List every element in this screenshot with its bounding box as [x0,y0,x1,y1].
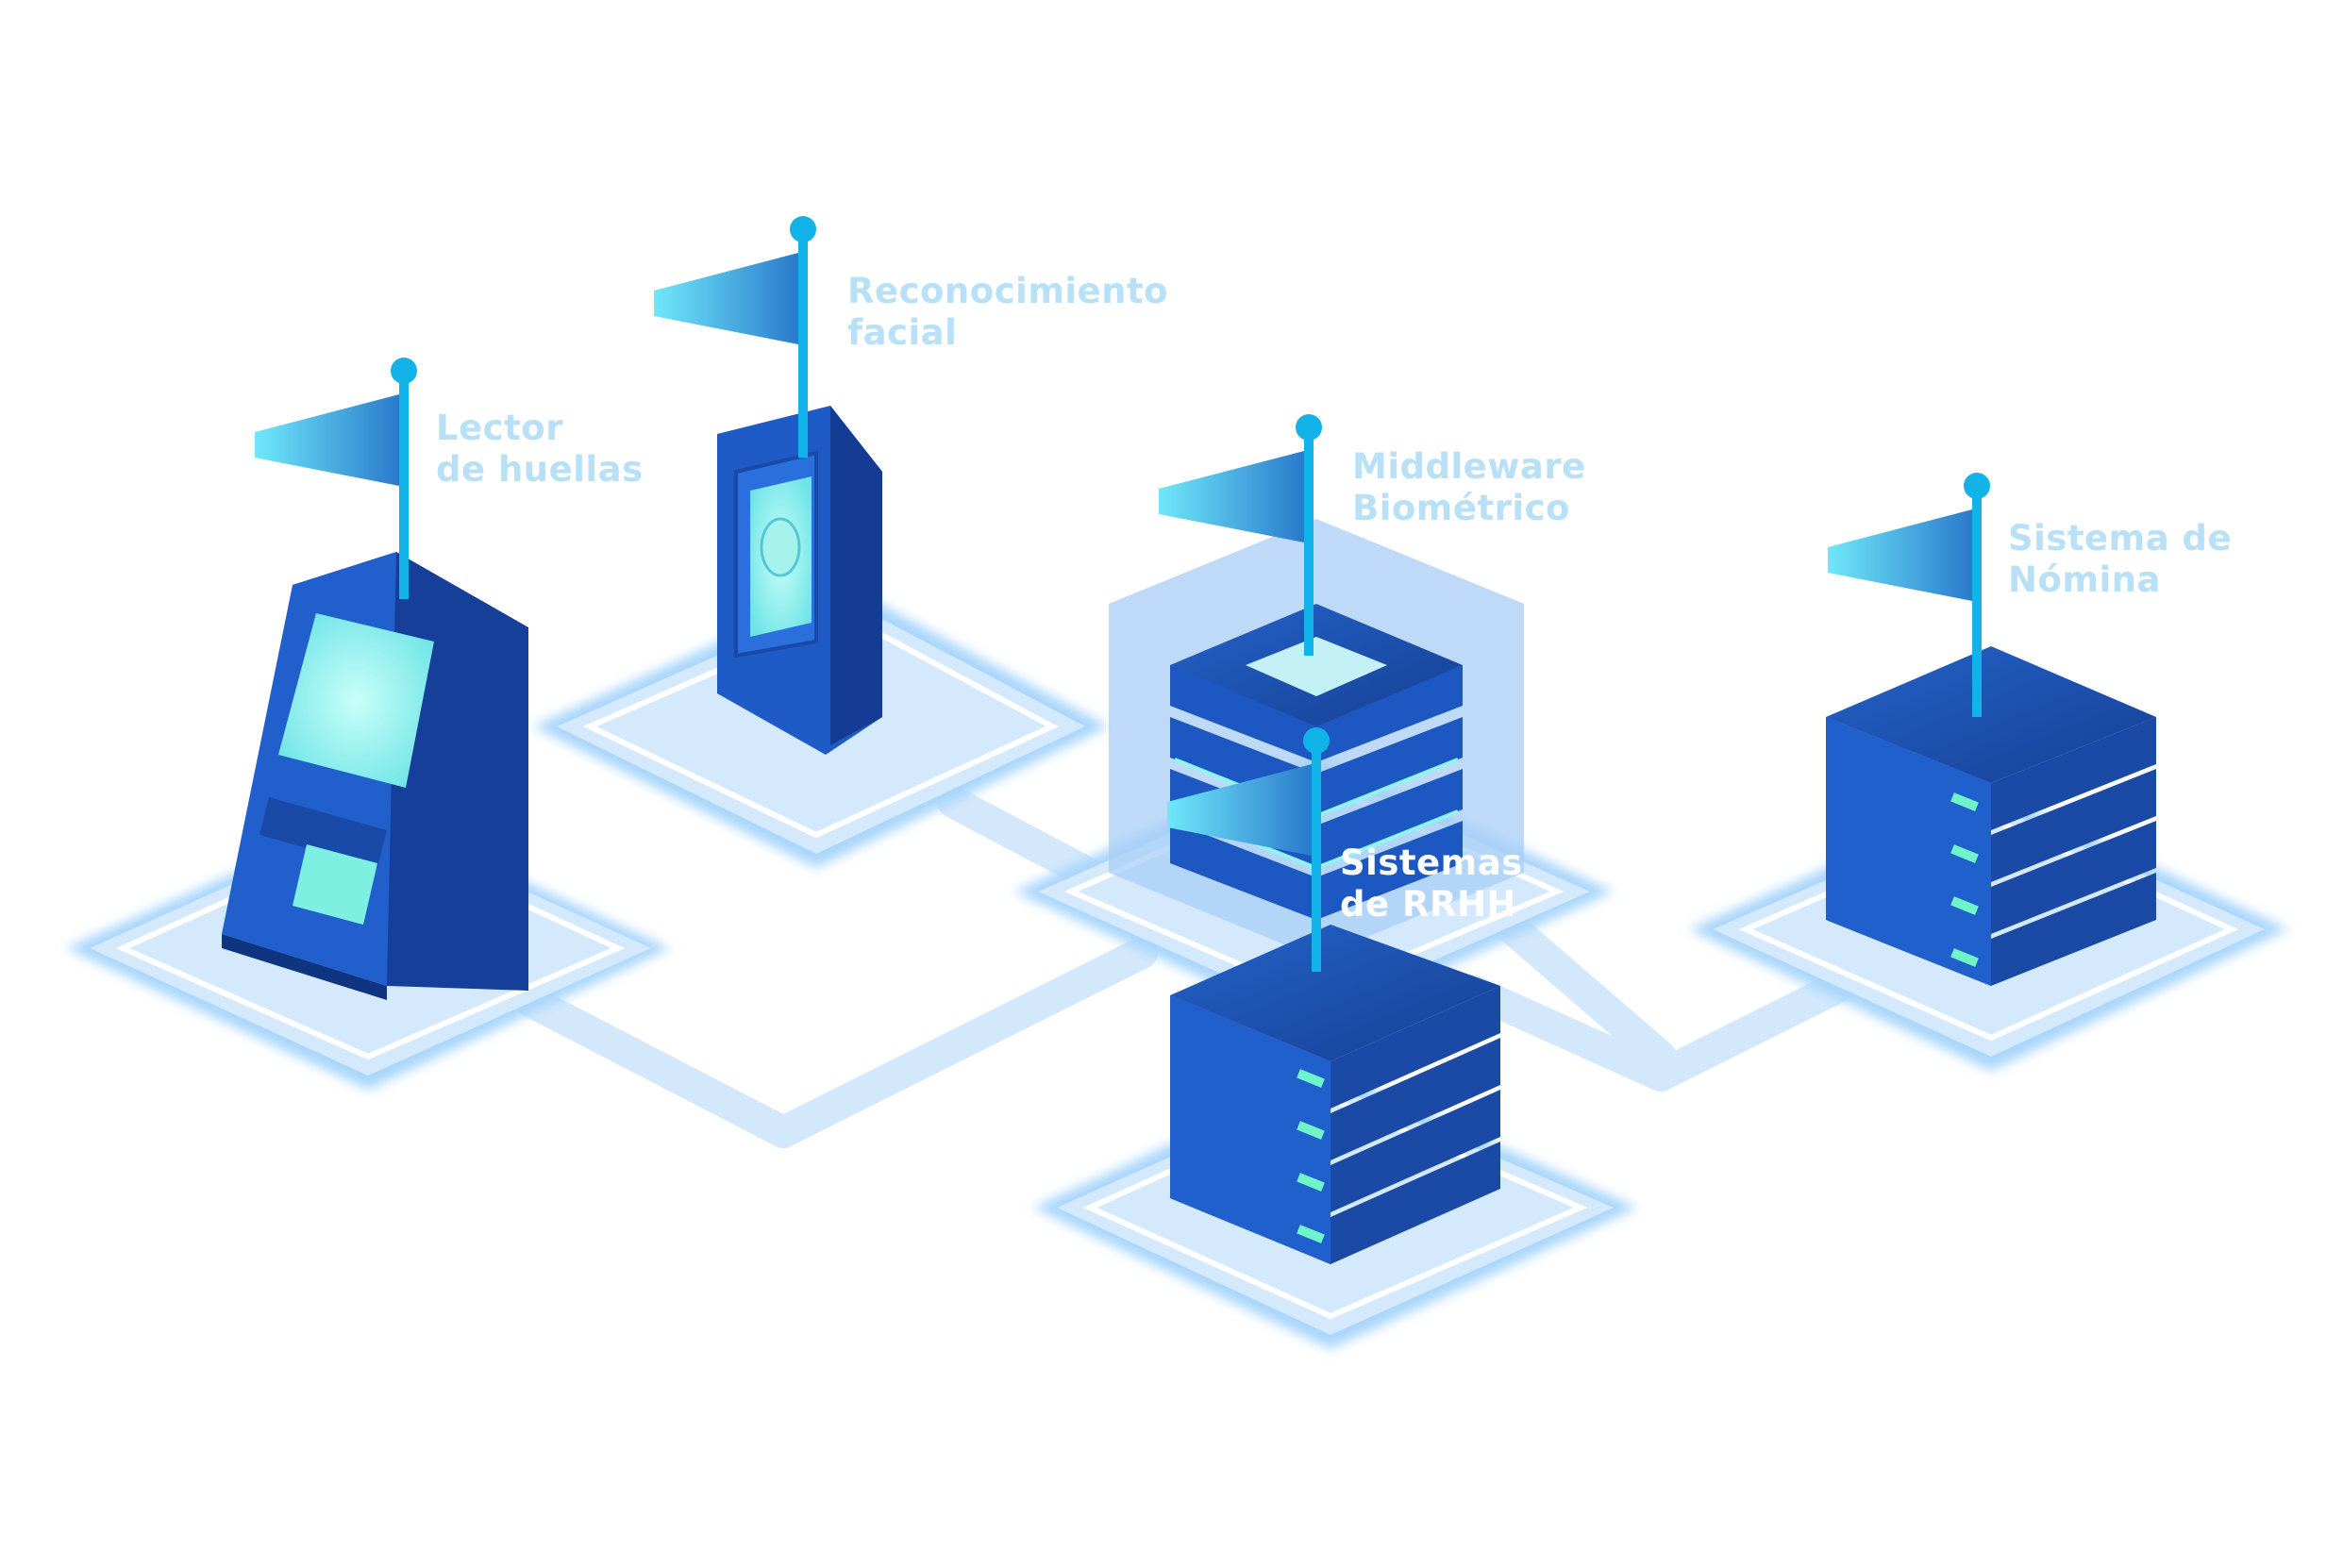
flag-facial-icon [654,216,816,458]
label-nomina: Sistema de Nómina [2008,518,2232,601]
label-facial-line-1: Reconocimiento [847,271,1169,311]
nomina-server-rack [1826,646,2156,986]
flag-middleware-icon [1159,414,1322,656]
label-facial: Reconocimiento facial [847,271,1168,354]
rrhh-server-rack [1170,925,1500,1264]
face-icon [760,517,801,577]
led-icon [1297,1069,1325,1088]
led-icon [1950,896,1979,915]
label-facial-line-2: facial [847,312,958,353]
led-icon [1950,844,1979,863]
led-icon [1297,1225,1325,1243]
flag-lector-icon [255,358,417,599]
led-icon [1950,948,1979,967]
middleware-glow-icon [1246,637,1387,696]
flag-rrhh-icon [1167,727,1330,972]
label-rrhh-line-1: Sistemas [1340,842,1523,883]
label-rrhh-line-2: de RRHH [1340,884,1516,925]
label-lector-line-2: de huellas [436,449,644,490]
label-middleware-line-1: Middleware [1352,446,1586,487]
connector-rrhh-nomina [1456,965,1866,1092]
label-nomina-line-2: Nómina [2008,559,2161,600]
label-nomina-line-1: Sistema de [2008,518,2233,559]
fingerprint-kiosk [222,552,528,1000]
led-icon [1297,1173,1325,1192]
led-icon [1297,1121,1325,1140]
flags [255,216,1990,972]
label-lector: Lector de huellas [436,408,644,491]
label-lector-line-1: Lector [436,408,563,448]
flag-nomina-icon [1828,473,1990,717]
label-rrhh: Sistemas de RRHH [1340,842,1523,926]
connector-lector-rrhh [512,937,1158,1148]
kiosk-screen [278,613,434,788]
led-icon [1950,792,1979,811]
label-middleware: Middleware Biométrico [1352,446,1586,529]
facial-recognition-device [717,406,882,755]
fingerprint-pad-icon [293,844,377,925]
label-middleware-line-2: Biométrico [1352,488,1570,528]
